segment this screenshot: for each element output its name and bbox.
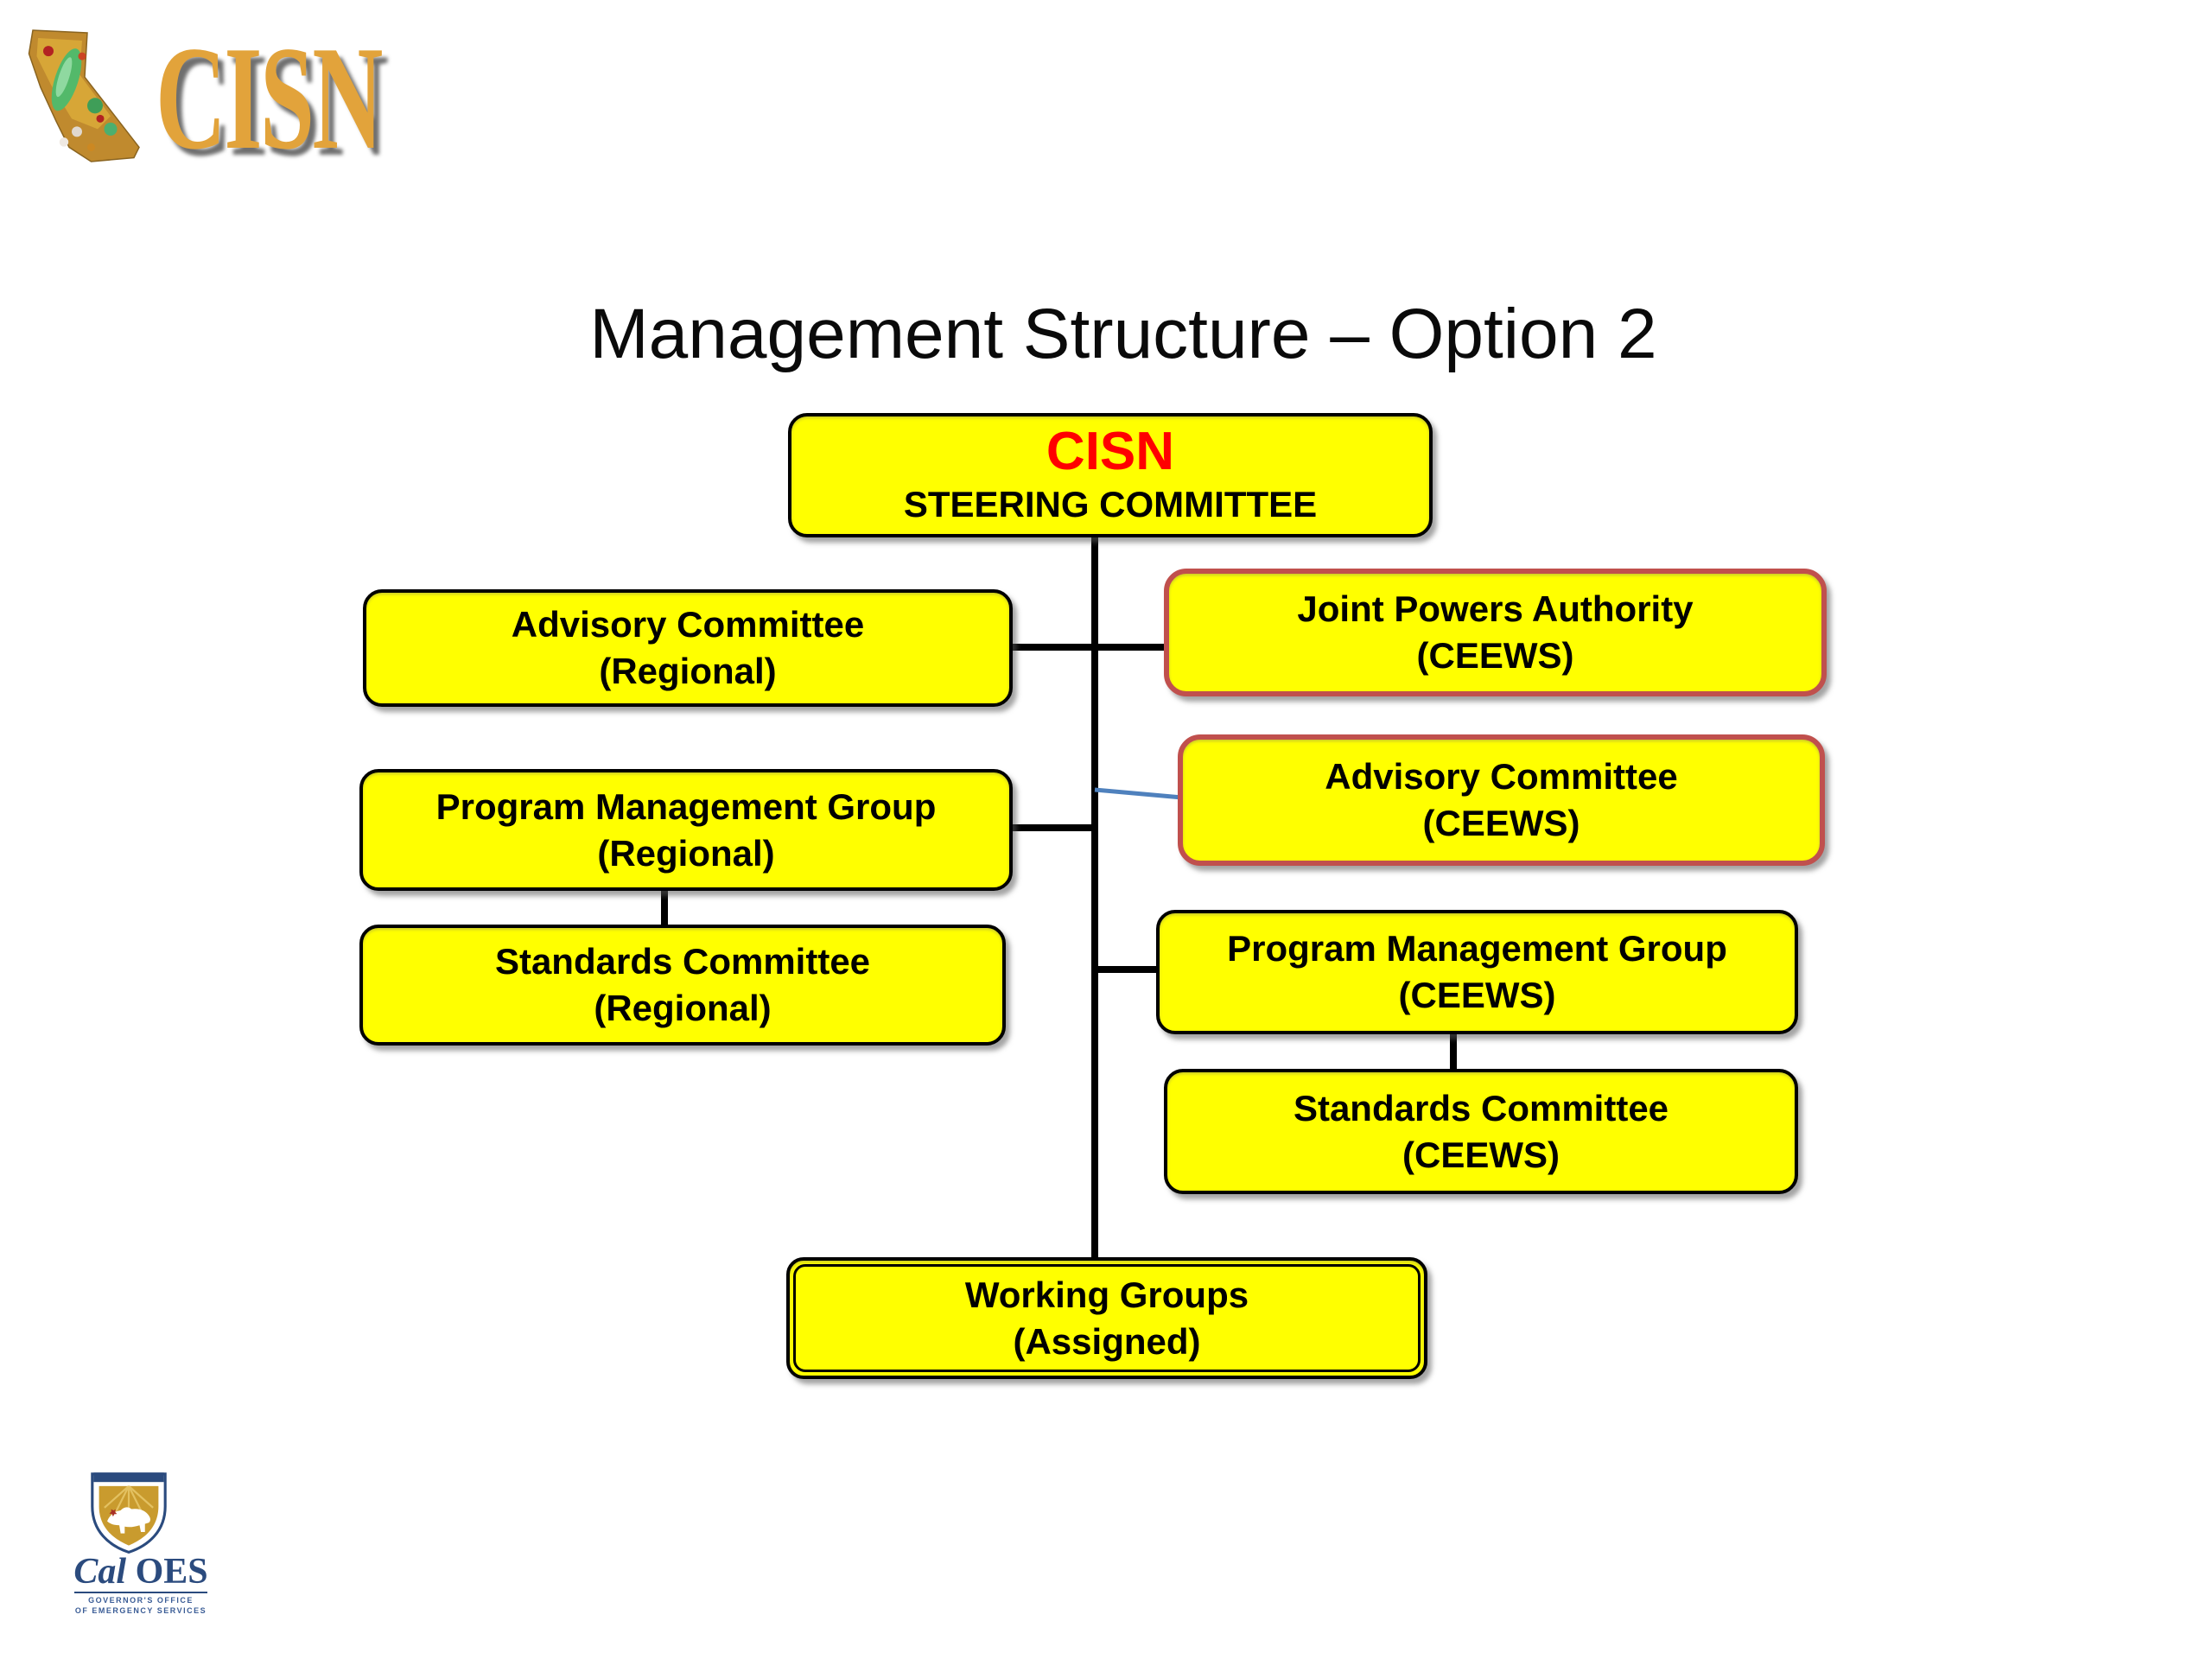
node-title: Program Management Group — [435, 785, 937, 827]
node-standards-committee-ceews: Standards Committee (CEEWS) — [1164, 1069, 1798, 1194]
node-cisn-steering-committee: CISN STEERING COMMITTEE — [788, 413, 1433, 537]
caloes-divider — [74, 1592, 207, 1593]
node-subtitle: STEERING COMMITTEE — [903, 484, 1318, 525]
cisn-logo-text: CISN — [156, 16, 383, 181]
caloes-subtitle-line2: OF EMERGENCY SERVICES — [74, 1605, 207, 1615]
node-subtitle: (Assigned) — [1013, 1320, 1201, 1362]
caloes-shield-icon — [91, 1472, 167, 1554]
node-advisory-committee-regional: Advisory Committee (Regional) — [363, 589, 1013, 707]
cisn-logo: CISN — [17, 17, 432, 181]
caloes-subtitle-line1: GOVERNOR'S OFFICE — [88, 1596, 194, 1605]
node-subtitle: (CEEWS) — [1402, 1134, 1560, 1175]
node-standards-committee-regional: Standards Committee (Regional) — [359, 925, 1006, 1046]
node-title: Program Management Group — [1227, 928, 1727, 969]
node-title: Working Groups — [964, 1274, 1249, 1315]
node-title: Advisory Committee — [1325, 756, 1678, 798]
node-subtitle: (CEEWS) — [1398, 975, 1556, 1015]
node-title: CISN — [1046, 422, 1175, 482]
node-subtitle: (CEEWS) — [1422, 803, 1580, 843]
node-working-groups-assigned: Working Groups (Assigned) — [786, 1257, 1427, 1379]
node-title: Advisory Committee — [511, 604, 865, 645]
connector-advisory-ceews-blue — [1094, 787, 1183, 800]
node-program-management-group-ceews: Program Management Group (CEEWS) — [1156, 910, 1798, 1034]
node-joint-powers-authority-ceews: Joint Powers Authority (CEEWS) — [1164, 569, 1827, 696]
node-subtitle: (Regional) — [597, 832, 775, 874]
caloes-subtitle: GOVERNOR'S OFFICE OF EMERGENCY SERVICES — [73, 1596, 209, 1616]
node-subtitle: (CEEWS) — [1416, 635, 1574, 676]
caloes-logo-text: Cal OES — [73, 1554, 209, 1590]
california-map-icon — [28, 29, 140, 162]
node-title: Joint Powers Authority — [1297, 588, 1694, 630]
node-subtitle: (Regional) — [594, 988, 772, 1028]
page-title: Management Structure – Option 2 — [589, 295, 1657, 373]
caloes-cal-text: Cal — [73, 1552, 127, 1592]
node-title: Standards Committee — [1293, 1087, 1669, 1128]
caloes-oes-text: OES — [135, 1552, 208, 1592]
node-program-management-group-regional: Program Management Group (Regional) — [359, 769, 1013, 891]
node-advisory-committee-ceews: Advisory Committee (CEEWS) — [1178, 734, 1825, 866]
node-title: Standards Committee — [494, 941, 871, 982]
caloes-logo: Cal OES GOVERNOR'S OFFICE OF EMERGENCY S… — [67, 1464, 275, 1628]
node-subtitle: (Regional) — [599, 651, 777, 691]
